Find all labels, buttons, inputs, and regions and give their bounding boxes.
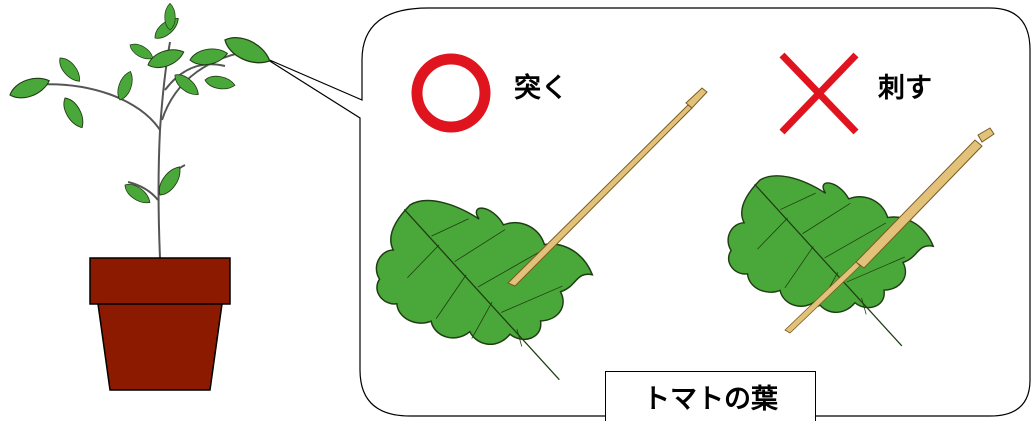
flower-pot (89, 257, 231, 391)
tomato-plant (6, 3, 275, 259)
caption-text: トマトの葉 (643, 384, 778, 415)
good-action-label: 突く (514, 73, 568, 104)
leaf-poke-illustration (359, 87, 708, 381)
cross-mark-icon (779, 52, 859, 135)
bad-action-label: 刺す (878, 73, 932, 104)
leaf-pierce-illustration (712, 127, 995, 347)
circle-mark-icon (411, 53, 491, 133)
caption-box: トマトの葉 (605, 371, 816, 421)
toothpick-icon (855, 139, 983, 269)
